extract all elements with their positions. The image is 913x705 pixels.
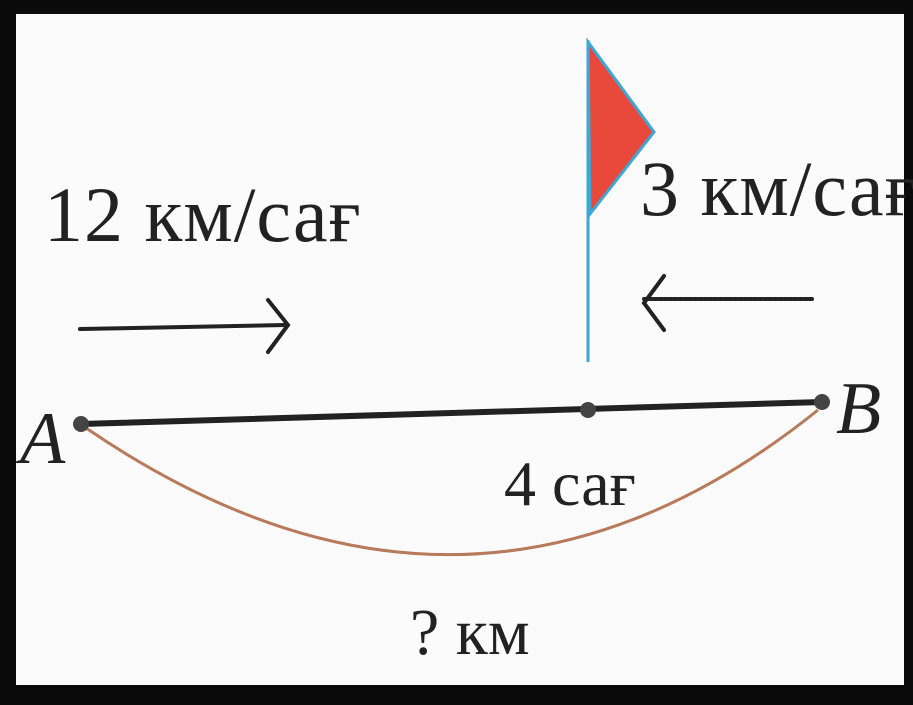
point-a-dot <box>73 416 89 432</box>
segment-ab <box>78 399 825 427</box>
point-b-dot <box>814 394 830 410</box>
point-a-label: A <box>20 398 66 480</box>
flag-icon <box>586 37 656 219</box>
meeting-point-dot <box>580 402 596 418</box>
distance-arc <box>85 408 819 556</box>
arrow-right-icon <box>78 298 291 354</box>
time-label: 4 сағ <box>504 448 636 519</box>
left-speed-label: 12 км/сағ <box>44 171 362 258</box>
point-b-label: B <box>836 368 882 450</box>
right-speed-label: 3 км/сағ <box>640 145 913 232</box>
distance-label: ? км <box>410 596 530 669</box>
arrow-left-icon <box>641 274 815 332</box>
